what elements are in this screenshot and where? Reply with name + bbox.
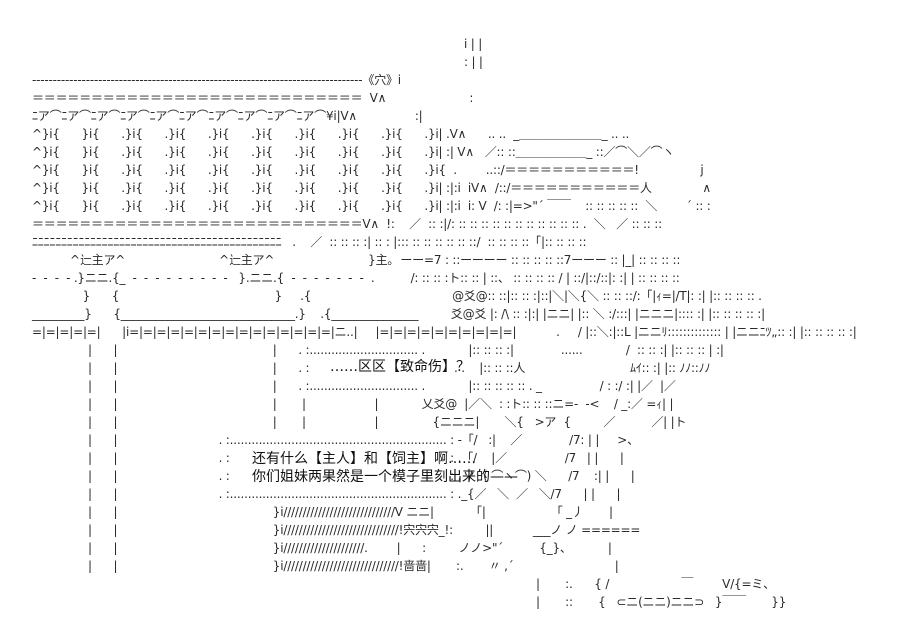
art-line: | :: { ⊂ニ(ニニ)ニニ⊃ }￣￣ }} (536, 595, 787, 609)
art-line: | | . :.................................… (88, 433, 639, 447)
art-line: } { } .{ @爻@:: ::|:: :: :|::|＼|＼{＼ :: ::… (32, 289, 762, 303)
art-line: ^}i{ }i{ .}i{ .}i{ .}i{ .}i{ .}i{ .}i{ .… (32, 127, 630, 141)
art-line: | | }i/////////////////////////////V ニニ|… (88, 505, 613, 519)
art-line: ^}i{ }i{ .}i{ .}i{ .}i{ .}i{ .}i{ .}i{ .… (32, 145, 675, 159)
art-line: | | | | | 乂爻@ |／＼ : :ト:: :: ::ニ=- -< / _… (88, 397, 674, 411)
art-line: | | | . :.............................. … (88, 379, 676, 393)
art-line: : | | (464, 55, 483, 69)
art-line: ----------------------------------------… (32, 73, 401, 87)
art-line: | | . :.................................… (88, 487, 621, 501)
art-line: ＝＝＝＝＝＝＝＝＝＝＝＝＝＝＝＝＝＝＝＝＝＝＝＝＝＝＝＝V∧ !: ／ :: :… (32, 217, 662, 231)
art-line: | | . : : . / ( ⌒ヽ⌒) ＼ /7 :| | | (88, 469, 635, 483)
art-line: | :. { / ￣ V/{=ミ、 (536, 577, 775, 591)
dialogue-line-fatal-wound: ……区区【致命伤】？ (330, 359, 470, 375)
art-line: ﾆア⌒ﾆア⌒ﾆア⌒ﾆア⌒ﾆア⌒ﾆア⌒ﾆア⌒ﾆア⌒ﾆア⌒ﾆア⌒¥i|V∧ :| (32, 109, 423, 123)
art-line: | | | . : . . |:: :: ::人 ﾑｲ:: :| |:: ﾉﾉ:… (88, 361, 711, 375)
art-line: | | }i/////////////////////. | : ノノ>"´ {… (88, 541, 612, 555)
art-line: ^}i{ }i{ .}i{ .}i{ .}i{ .}i{ .}i{ .}i{ .… (32, 199, 711, 213)
art-line: | | . : : .「/ |／ /7 | | | (88, 451, 624, 465)
art-line: ^}i{ }i{ .}i{ .}i{ .}i{ .}i{ .}i{ .}i{ .… (32, 181, 712, 195)
art-line: | | | . :.............................. … (88, 343, 724, 357)
art-line: - - - - .}ニニ.{_ - - - - - - - - - }.ニニ.{… (32, 271, 680, 285)
art-line: ﾆﾆﾆﾆﾆﾆﾆﾆﾆﾆﾆﾆﾆﾆﾆﾆﾆﾆﾆﾆﾆﾆﾆﾆﾆﾆﾆﾆﾆﾆﾆﾆﾆﾆﾆﾆﾆﾆﾆﾆ… (32, 235, 587, 249)
art-line: i | | (464, 37, 483, 51)
art-line: | | }i//////////////////////////////!宍宍宍… (88, 523, 641, 537)
art-line: | | }i//////////////////////////////!啬啬|… (88, 559, 619, 573)
art-line: ^}i{ }i{ .}i{ .}i{ .}i{ .}i{ .}i{ .}i{ .… (32, 163, 704, 177)
art-line: ^辷主ア^ ^辷主ア^ }主｡ ーー=7 : ::ーーーー :: :: :: :… (70, 253, 681, 267)
dialogue-line-sisters: 你们姐妹两果然是一个模子里刻出来的—— (252, 469, 518, 485)
art-line: | | | | | {ニニニ| ＼{ >ア { ／ ／| |ト (88, 415, 687, 429)
art-line: _________} {____________________________… (32, 307, 765, 321)
art-line: ＝＝＝＝＝＝＝＝＝＝＝＝＝＝＝＝＝＝＝＝＝＝＝＝＝＝＝＝ V∧ : (32, 91, 474, 105)
art-line: =|=|=|=|=| |i=|=|=|=|=|=|=|=|=|=|=|=|=|=… (32, 325, 857, 339)
dialogue-line-master: 还有什么【主人】和【饲主】啊…… (252, 451, 476, 467)
